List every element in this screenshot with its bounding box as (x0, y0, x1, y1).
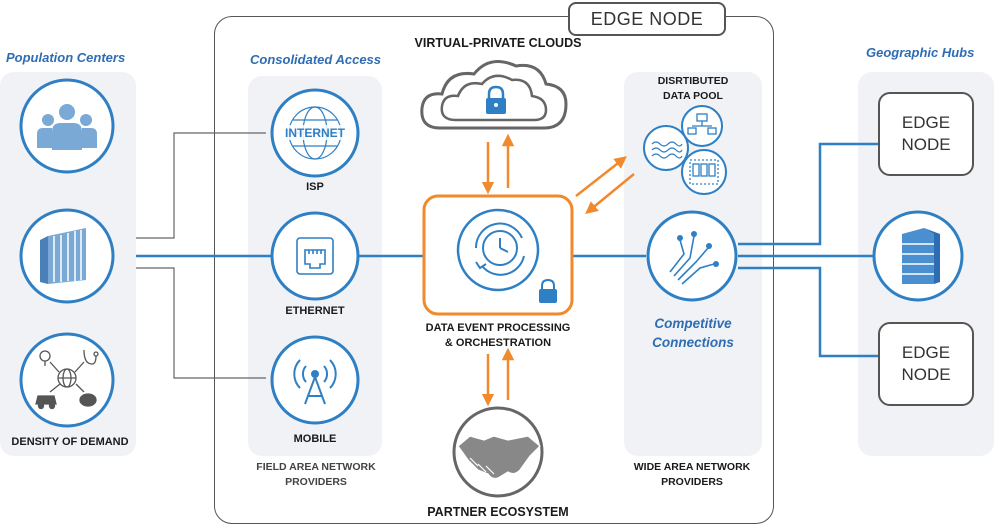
internet-icon-group: INTERNET (270, 88, 360, 178)
hub-building-icon (872, 210, 964, 302)
partner-ecosystem-label: PARTNER ECOSYSTEM (427, 505, 569, 519)
people-icon-group (19, 78, 115, 174)
population-centers-title: Population Centers (6, 50, 126, 65)
internet-text: INTERNET (285, 126, 346, 140)
field-area-network-line1: FIELD AREA NETWORK (256, 461, 376, 473)
processing-box (422, 194, 574, 316)
wide-area-network-label: WIDE AREA NETWORK PROVIDERS (612, 460, 772, 490)
edge-node-title-box: EDGE NODE (568, 2, 726, 36)
orange-arrows (481, 133, 635, 407)
mobile-label: MOBILE (293, 433, 337, 445)
processing-label-line1: DATA EVENT PROCESSING (425, 322, 571, 334)
gray-connectors (136, 132, 266, 379)
edge-node-box-top: EDGE NODE (878, 92, 974, 176)
people-icon (37, 104, 97, 150)
edge-node-bottom-line1: EDGE (901, 343, 951, 362)
processing-label-line2: & ORCHESTRATION (444, 337, 552, 349)
virtual-private-clouds-label: VIRTUAL-PRIVATE CLOUDS (414, 36, 582, 50)
competitive-line1: Competitive (654, 316, 732, 331)
blue-connectors (136, 142, 878, 358)
data-pool-label: DISRTIBUTED DATA POOL (640, 74, 746, 104)
data-pool-line1: DISRTIBUTED (657, 75, 729, 87)
edge-node-box-bottom: EDGE NODE (878, 322, 974, 406)
density-of-demand-label: DENSITY OF DEMAND (11, 436, 129, 448)
competitive-connections-icon (646, 210, 738, 302)
building-icon-group (19, 208, 115, 304)
wide-area-network-line1: WIDE AREA NETWORK (633, 461, 751, 473)
edge-node-top-line2: NODE (901, 135, 951, 154)
edge-node-top-line1: EDGE (901, 113, 951, 132)
cloud-icon (420, 60, 568, 130)
building-icon (40, 228, 86, 284)
ethernet-label: ETHERNET (285, 305, 345, 317)
geographic-hubs-title: Geographic Hubs (866, 45, 975, 60)
demand-icon (35, 349, 99, 410)
data-event-processing-label: DATA EVENT PROCESSING & ORCHESTRATION (398, 321, 598, 351)
field-area-network-label: FIELD AREA NETWORK PROVIDERS (236, 460, 396, 490)
edge-node-title: EDGE NODE (590, 8, 704, 29)
competitive-line2: Connections (652, 335, 734, 350)
demand-icon-group (19, 332, 115, 428)
cloud-lock-icon (486, 85, 506, 114)
consolidated-access-title: Consolidated Access (250, 52, 382, 67)
data-pool-line2: DATA POOL (663, 90, 723, 102)
wide-area-network-line2: PROVIDERS (661, 476, 723, 488)
antenna-icon (293, 359, 337, 405)
ethernet-icon (296, 237, 334, 275)
mobile-icon-group (270, 335, 360, 425)
handshake-icon (452, 406, 544, 498)
edge-node-bottom-line2: NODE (901, 365, 951, 384)
ethernet-icon-group (270, 211, 360, 301)
field-area-network-line2: PROVIDERS (285, 476, 347, 488)
processing-lock-icon (539, 278, 557, 303)
clock-cycle-icon (474, 222, 525, 276)
data-pool-icon (643, 105, 727, 195)
edge-node-frame (214, 16, 774, 524)
competitive-connections-label: Competitive Connections (640, 314, 746, 352)
isp-label: ISP (306, 181, 324, 193)
